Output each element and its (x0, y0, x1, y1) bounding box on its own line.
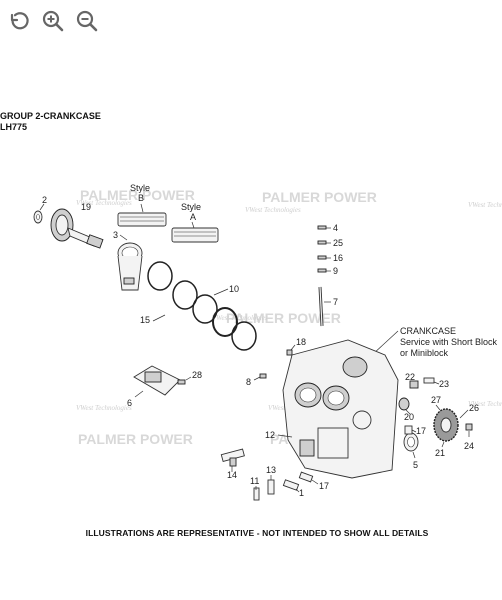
part-shaft-23[interactable] (423, 377, 435, 384)
reset-rotation-button[interactable] (6, 8, 32, 34)
callout-24[interactable]: 24 (464, 441, 474, 451)
watermark-tag: VWest Technologies (245, 206, 301, 214)
part-screw-8[interactable] (259, 373, 267, 379)
part-washer-20[interactable] (398, 397, 410, 411)
group-title: GROUP 2-CRANKCASE (0, 111, 101, 121)
watermark-brand: PALMER POWER (226, 310, 341, 326)
part-spacer-17[interactable] (404, 425, 413, 435)
crankcase-note-line3: or Miniblock (400, 348, 449, 358)
part-piston-style-b[interactable] (117, 212, 167, 227)
part-dowel-1[interactable] (282, 479, 300, 491)
part-washer-2[interactable] (33, 210, 43, 224)
crankcase-note-line2: Service with Short Block (400, 337, 498, 347)
callout-3[interactable]: 3 (113, 230, 118, 240)
part-dowel-17[interactable] (298, 471, 314, 483)
watermark-brand: PALMER POWER (262, 189, 377, 205)
callout-7[interactable]: 7 (333, 297, 338, 307)
callout-12[interactable]: 12 (265, 430, 275, 440)
callout-28[interactable]: 28 (192, 370, 202, 380)
part-crankcase-block[interactable] (282, 339, 399, 479)
crankcase-note-line1: CRANKCASE (400, 326, 456, 336)
part-dipstick-tube-7[interactable] (318, 286, 324, 327)
exploded-parts-diagram[interactable]: PALMER POWER PALMER POWER PALMER POWER P… (0, 170, 502, 510)
callout-27[interactable]: 27 (431, 395, 441, 405)
watermark-tag: VWest Technologies (76, 199, 132, 207)
style-a-letter: A (190, 212, 196, 222)
part-bolt-4[interactable] (317, 225, 327, 230)
style-b-letter: B (138, 193, 144, 203)
watermark-tag: VWest Technologies (468, 400, 502, 408)
callout-11[interactable]: 11 (250, 476, 259, 486)
disclaimer-text: ILLUSTRATIONS ARE REPRESENTATIVE - NOT I… (85, 528, 429, 538)
callout-13[interactable]: 13 (266, 465, 276, 475)
callout-22[interactable]: 22 (405, 372, 415, 382)
callout-9[interactable]: 9 (333, 266, 338, 276)
part-governor-gear-21[interactable] (433, 408, 459, 442)
style-a-label: Style (181, 202, 201, 212)
zoom-in-icon (42, 10, 64, 32)
zoom-in-button[interactable] (40, 8, 66, 34)
part-piston-style-a[interactable] (171, 227, 219, 243)
diagram-title: GROUP 2-CRANKCASE LH775 (0, 111, 101, 133)
callout-18[interactable]: 18 (296, 337, 306, 347)
part-piston-rings-10[interactable] (147, 261, 257, 351)
callout-25[interactable]: 25 (333, 238, 343, 248)
part-seal-16[interactable] (317, 255, 327, 260)
callout-8[interactable]: 8 (246, 377, 251, 387)
watermark-tag: VWest Technologies (76, 404, 132, 412)
watermark-tag: VWest Technologies (212, 314, 268, 322)
callout-19[interactable]: 19 (81, 202, 91, 212)
part-nut-24[interactable] (465, 423, 473, 431)
callout-10[interactable]: 10 (229, 284, 239, 294)
watermark-brand: PALMER POWER (78, 431, 193, 447)
callout-5[interactable]: 5 (413, 460, 418, 470)
callout-17[interactable]: 17 (416, 426, 426, 436)
viewer-toolbar (6, 8, 100, 34)
watermark-brand: PALMER POWER (80, 187, 195, 203)
part-pin-9[interactable] (317, 268, 327, 273)
zoom-out-button[interactable] (74, 8, 100, 34)
part-pin-11[interactable] (253, 487, 260, 501)
rotate-ccw-icon (10, 12, 29, 30)
part-breather-6[interactable] (133, 365, 181, 396)
model-title: LH775 (0, 122, 28, 132)
callout-23[interactable]: 23 (439, 379, 449, 389)
part-sleeve-13[interactable] (267, 479, 275, 495)
callout-1[interactable]: 1 (299, 488, 304, 498)
callout-26[interactable]: 26 (469, 403, 479, 413)
part-fitting-14[interactable] (220, 448, 245, 467)
callout-20[interactable]: 20 (404, 412, 414, 422)
part-screw-28[interactable] (177, 379, 186, 385)
zoom-out-icon (76, 10, 98, 32)
part-washer-25[interactable] (317, 240, 327, 245)
part-piston-3[interactable] (117, 242, 143, 291)
callout-21[interactable]: 21 (435, 448, 445, 458)
callout-4[interactable]: 4 (333, 223, 338, 233)
callout-15[interactable]: 15 (140, 315, 150, 325)
callout-2[interactable]: 2 (42, 195, 47, 205)
part-plug-18[interactable] (286, 349, 293, 356)
callout-17[interactable]: 17 (319, 481, 329, 491)
style-b-label: Style (130, 183, 150, 193)
part-camshaft-19[interactable] (50, 208, 104, 249)
callout-16[interactable]: 16 (333, 253, 343, 263)
part-gear-22[interactable] (409, 380, 419, 389)
callout-14[interactable]: 14 (227, 470, 237, 480)
callout-6[interactable]: 6 (127, 398, 132, 408)
watermark-tag: VWest Technologies (468, 201, 502, 209)
